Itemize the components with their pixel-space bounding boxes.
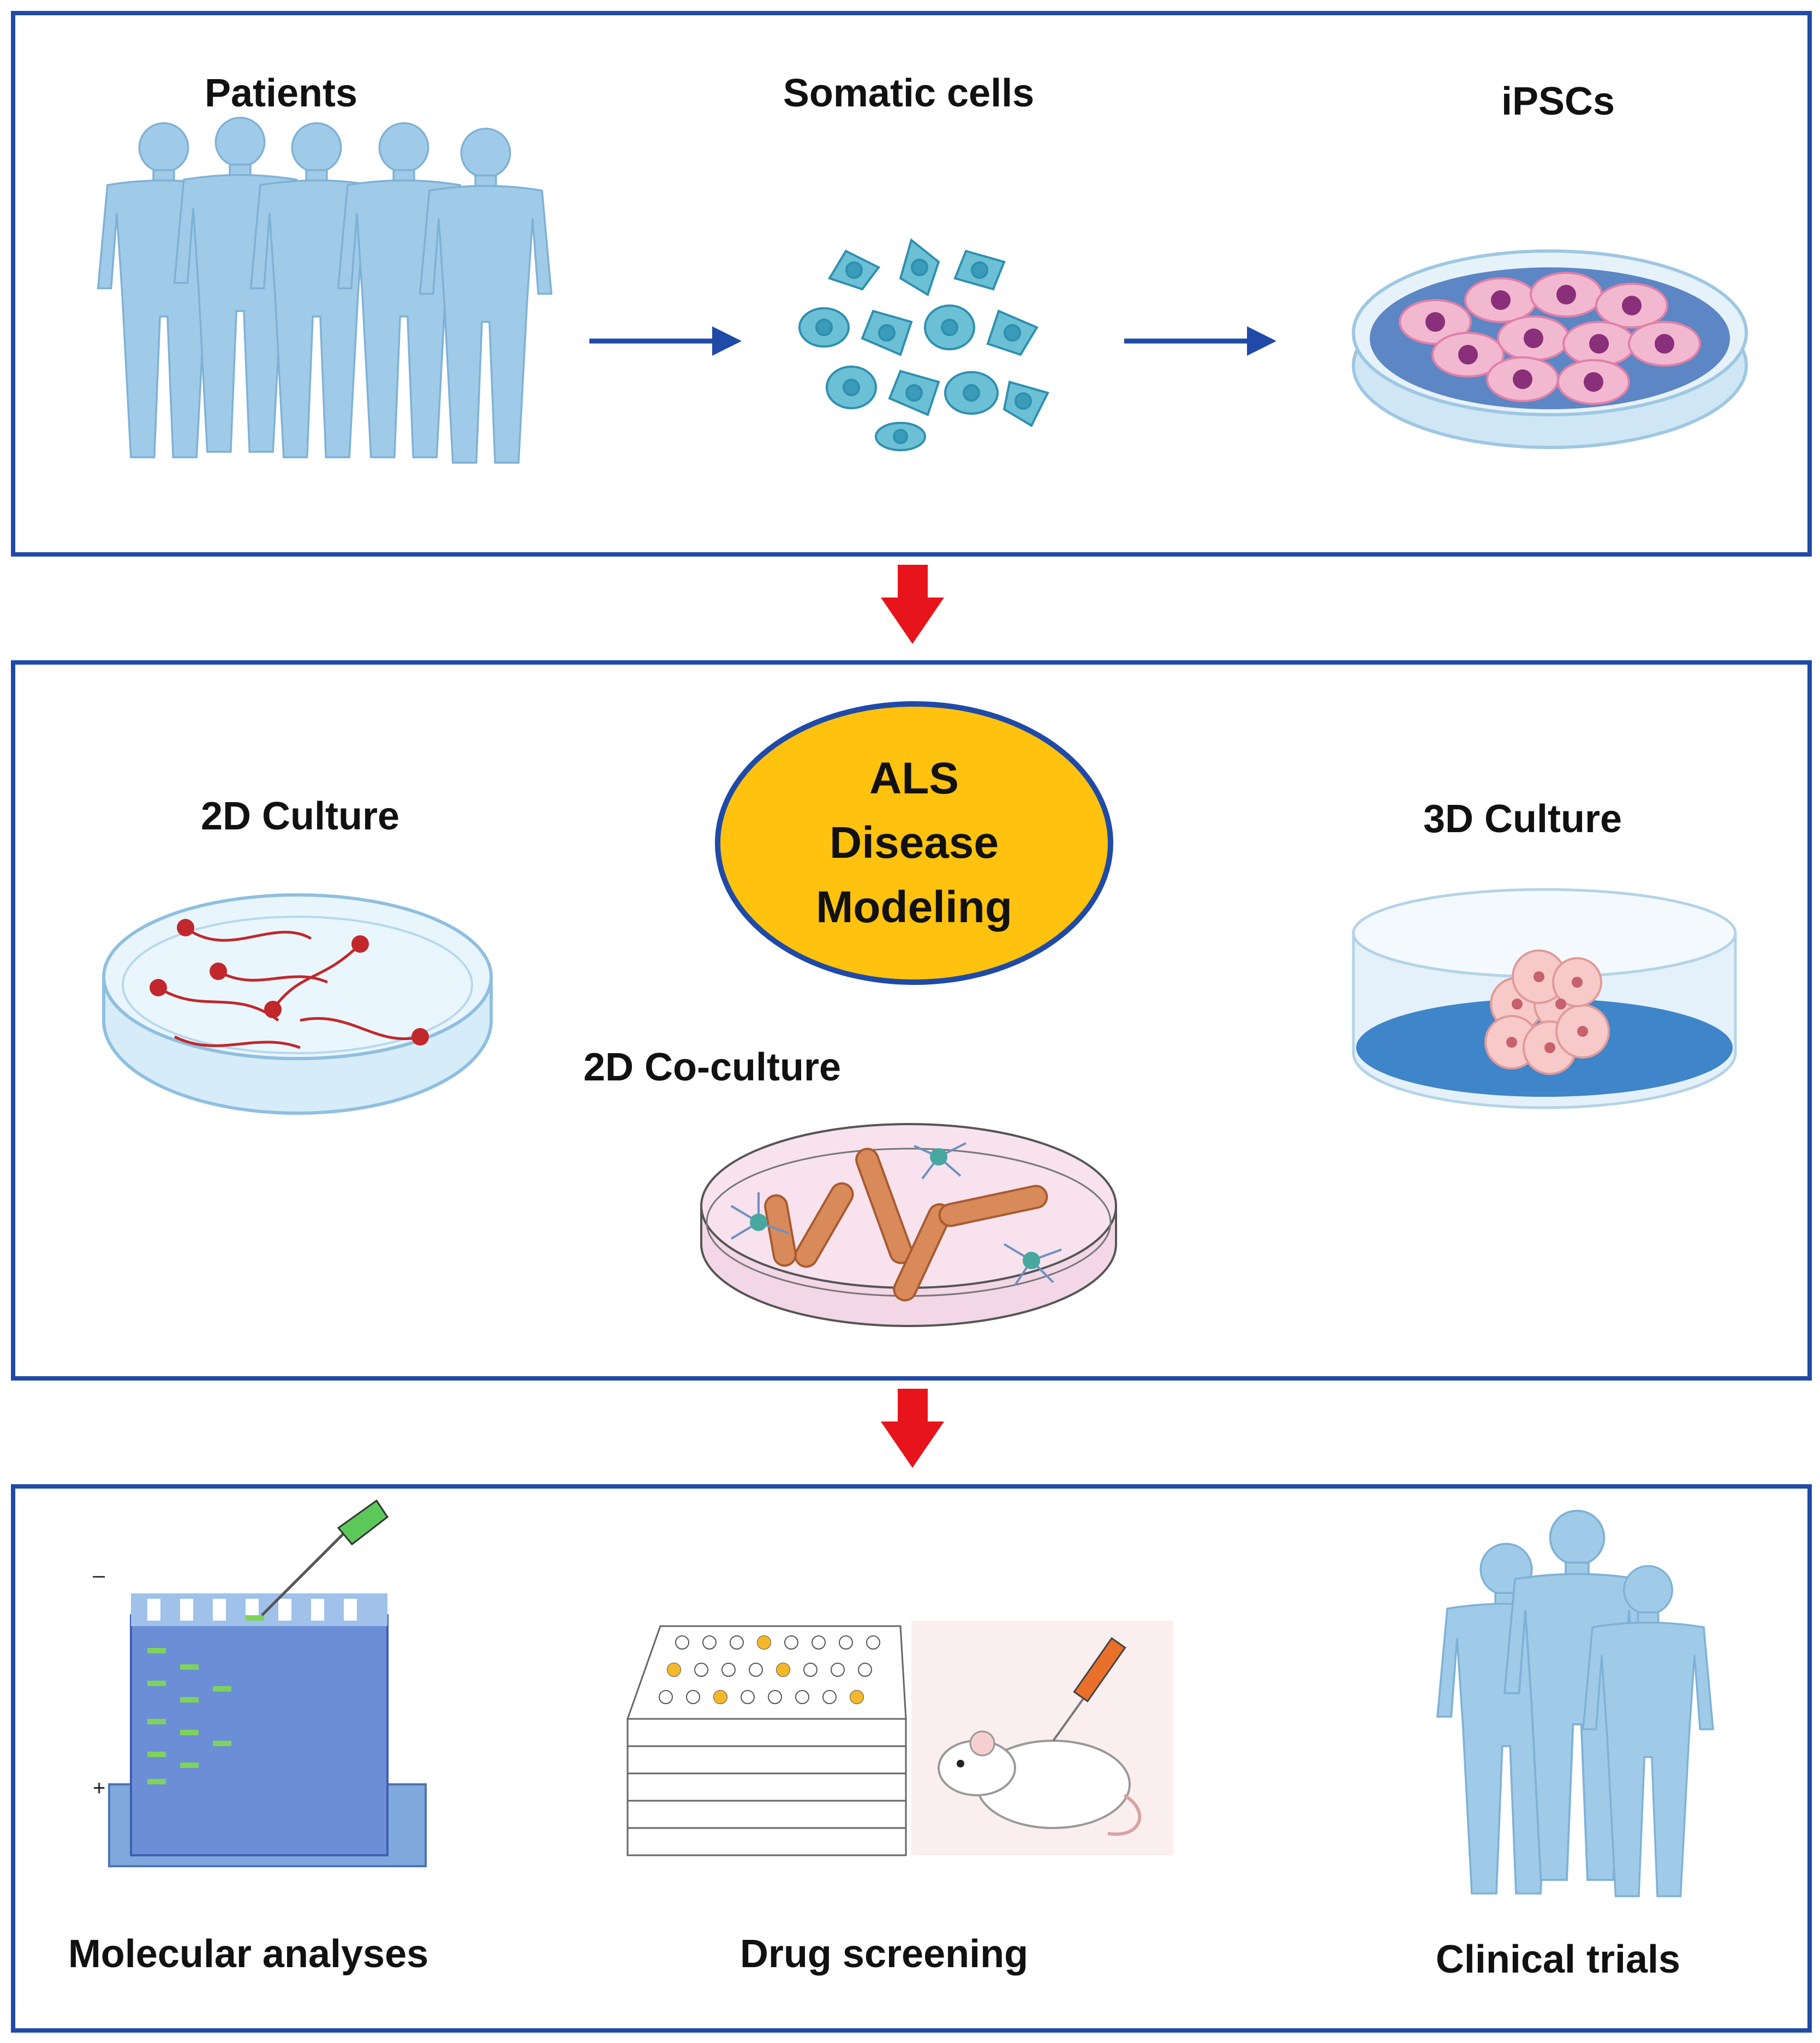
clinical-trials-label: Clinical trials: [1435, 1938, 1681, 1981]
somatic-cells-label: Somatic cells: [783, 71, 1035, 115]
3d-culture-label: 3D Culture: [1423, 797, 1622, 841]
center-line-1: ALS: [869, 754, 959, 803]
2d-culture-label: 2D Culture: [200, 794, 400, 838]
center-line-3: Modeling: [816, 882, 1012, 932]
molecular-analyses-label: Molecular analyses: [68, 1932, 429, 1976]
coculture-dish-icon: [700, 1123, 1117, 1327]
stage-arrow-1: [881, 565, 944, 644]
well-plate-icon: [626, 1625, 907, 1856]
gel-electrophoresis-icon: – +: [93, 1499, 427, 1867]
center-line-2: Disease: [829, 818, 999, 868]
clinical-people-icon: [1436, 1509, 1714, 1897]
neuron-dish-icon: [102, 893, 493, 1115]
mouse-injection-icon: [911, 1621, 1173, 1855]
patients-label: Patients: [204, 71, 358, 115]
svg-text:+: +: [93, 1776, 105, 1800]
somatic-cells-icon: [798, 238, 1049, 451]
als-disease-modeling-node: ALS Disease Modeling: [715, 701, 1113, 985]
ipscs-label: iPSCs: [1501, 80, 1615, 123]
2d-coculture-label: 2D Co-culture: [583, 1046, 842, 1089]
stage-arrow-2: [881, 1389, 944, 1468]
ipsc-dish-icon: [1352, 249, 1748, 449]
spheroid-dish-icon: [1352, 888, 1737, 1109]
svg-text:–: –: [93, 1563, 105, 1587]
drug-screening-label: Drug screening: [739, 1932, 1029, 1976]
